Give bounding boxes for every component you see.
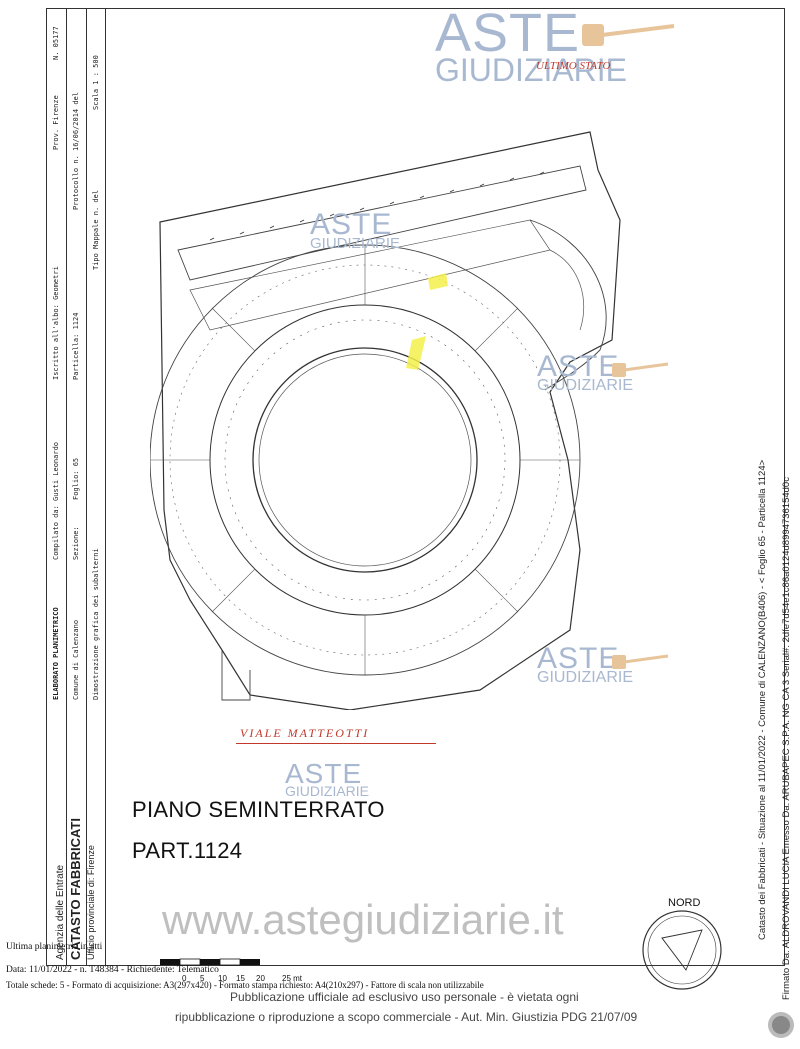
catasto-side-text: Catasto dei Fabbricati - Situazione al 1… <box>757 459 768 940</box>
scale-label-25: 25 mt <box>282 974 303 983</box>
north-arrow-icon <box>642 910 722 990</box>
header-protocollo: Protocollo n. 16/06/2014 del <box>72 91 80 210</box>
site-watermark: www.astegiudiziarie.it <box>162 896 564 943</box>
publication-line2: ripubblicazione o riproduzione a scopo c… <box>175 1010 638 1024</box>
gavel-icon-right <box>612 362 669 377</box>
scale-label-10: 10 <box>218 974 227 983</box>
part-title: PART.1124 <box>132 838 243 863</box>
outer-ring <box>150 244 581 676</box>
scale-label-15: 15 <box>236 974 245 983</box>
floor-title: PIANO SEMINTERRATO <box>132 797 385 822</box>
header-divider-2 <box>86 8 87 966</box>
street-name: VIALE MATTEOTTI <box>240 726 370 740</box>
header-title: ELABORATO PLANIMETRICO <box>52 607 60 700</box>
header-province: Prov. Firenze <box>52 95 60 150</box>
scale-label-5: 5 <box>200 974 205 983</box>
header-sezione: Sezione: <box>72 526 80 560</box>
highlight-unit-1 <box>428 273 448 290</box>
ramp-band <box>177 165 587 281</box>
aste-logo-center: ASTE GIUDIZIARIE <box>285 758 370 799</box>
north-label: NORD <box>668 897 701 909</box>
header-comune: Comune di Calenzano <box>72 619 80 700</box>
aste-logo-low-right: ASTE GIUDIZIARIE <box>537 642 634 686</box>
agency-line2: CATASTO FABBRICATI <box>68 817 83 960</box>
footer-line2: Data: 11/01/2022 - n. T48384 - Richieden… <box>6 965 219 975</box>
aste-logo-mid-top: ASTE GIUDIZIARIE <box>310 208 401 252</box>
header-dimostrazione: Dimostrazione grafica dei subalterni <box>92 548 100 700</box>
gavel-icon-low <box>612 654 669 669</box>
inner-courtyard <box>252 347 478 573</box>
middle-ring <box>209 304 521 616</box>
header-compiled-by: Compilato da: Gusti Leonardo <box>52 441 60 560</box>
building-outline <box>159 131 621 710</box>
drawing-frame <box>105 8 785 966</box>
header-registered: Iscritto all'albo: Geometri <box>52 266 60 380</box>
scale-label-20: 20 <box>256 974 265 983</box>
publication-line1: Pubblicazione ufficiale ad esclusivo uso… <box>230 990 579 1004</box>
footer-line1: Ultima planimetria in atti <box>6 942 103 952</box>
header-number: N. 05177 <box>52 26 60 60</box>
highlight-unit-2 <box>406 336 426 370</box>
handwritten-note: ULTIMO STATO <box>536 60 611 72</box>
footer-line3: Totale schede: 5 - Formato di acquisizio… <box>6 980 484 990</box>
header-particella: Particella: 1124 <box>72 312 80 380</box>
signature-side-text: Firmato Da: ALDROVANDI LUCIA Emesso Da: … <box>781 477 792 1000</box>
gavel-icon <box>582 24 675 46</box>
header-scala: Scala 1 : 500 <box>92 55 100 110</box>
header-foglio: Foglio: 65 <box>72 457 80 500</box>
header-tipo-mappale: Tipo Mappale n. del <box>92 189 100 270</box>
seal-icon <box>768 1012 794 1038</box>
street-underline <box>236 743 436 744</box>
scale-label-0: 0 <box>182 974 187 983</box>
aste-logo-right: ASTE GIUDIZIARIE <box>537 350 634 394</box>
floor-plan-drawing <box>150 131 621 710</box>
header-divider-1 <box>66 8 67 966</box>
aste-logo-top: ASTE GIUDIZIARIE <box>435 3 628 88</box>
scale-bar <box>160 958 260 966</box>
